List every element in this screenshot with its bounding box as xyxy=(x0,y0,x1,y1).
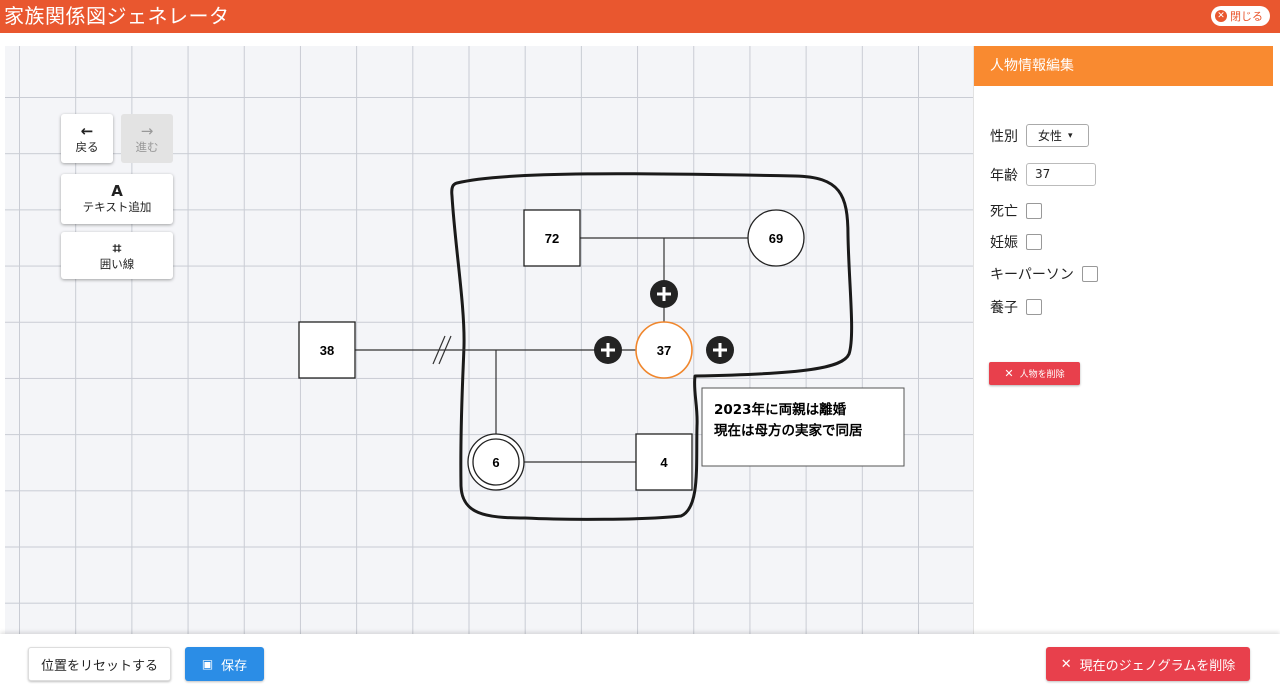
person-age: 72 xyxy=(545,231,559,246)
delete-person-label: 人物を削除 xyxy=(1019,370,1065,380)
arrow-left-icon: ← xyxy=(80,121,94,140)
floppy-disk-icon: ▣ xyxy=(201,657,214,671)
add-sibling-button[interactable] xyxy=(706,336,734,364)
plus-icon xyxy=(713,343,727,357)
add-partner-button[interactable] xyxy=(594,336,622,364)
person-age: 37 xyxy=(657,343,671,358)
person-age: 38 xyxy=(320,343,334,358)
pregnant-checkbox[interactable] xyxy=(1026,234,1042,250)
add-parent-button[interactable] xyxy=(650,280,678,308)
add-text-label: テキスト追加 xyxy=(82,200,152,214)
close-icon: ✕ xyxy=(1060,656,1072,672)
age-label: 年齢 xyxy=(990,167,1018,184)
frame-icon: ⌗ xyxy=(112,238,122,257)
person-edit-panel: 人物情報編集 性別 女性 ▾ 年齢 37 死亡 妊娠 キーパーソン 養子 ✕ 人… xyxy=(973,46,1273,634)
app-header: 家族関係図ジェネレータ ✕ 閉じる xyxy=(0,0,1280,33)
adopted-checkbox[interactable] xyxy=(1026,299,1042,315)
deceased-field: 死亡 xyxy=(990,201,1042,221)
person-ex-husband[interactable]: 38 xyxy=(298,321,356,379)
age-field: 年齢 37 xyxy=(990,163,1096,186)
save-button[interactable]: ▣ 保存 xyxy=(185,647,264,681)
enclose-button[interactable]: ⌗ 囲い線 xyxy=(61,232,173,279)
close-button[interactable]: ✕ 閉じる xyxy=(1211,6,1270,26)
redo-button[interactable]: → 進む xyxy=(121,114,173,163)
person-grandfather[interactable]: 72 xyxy=(523,209,581,267)
enclose-label: 囲い線 xyxy=(99,256,135,271)
gender-value: 女性 xyxy=(1038,129,1063,143)
save-label: 保存 xyxy=(221,658,248,674)
person-child-girl[interactable]: 6 xyxy=(467,433,525,491)
delete-genogram-button[interactable]: ✕ 現在のジェノグラムを削除 xyxy=(1046,647,1250,681)
note-line: 現在は母方の実家で同居 xyxy=(714,422,863,439)
delete-genogram-label: 現在のジェノグラムを削除 xyxy=(1079,658,1236,674)
pregnant-label: 妊娠 xyxy=(990,235,1018,251)
person-age: 4 xyxy=(660,455,668,470)
text-note[interactable]: 2023年に両親は離婚 現在は母方の実家で同居 xyxy=(701,387,905,467)
divorce-mark xyxy=(432,335,446,365)
adopted-field: 養子 xyxy=(990,297,1042,317)
arrow-right-icon: → xyxy=(140,121,154,140)
deceased-label: 死亡 xyxy=(990,204,1018,220)
deceased-checkbox[interactable] xyxy=(1026,203,1042,219)
close-icon: ✕ xyxy=(1004,367,1014,380)
text-format-icon: A xyxy=(111,182,123,200)
pregnant-field: 妊娠 xyxy=(990,232,1042,252)
close-label: 閉じる xyxy=(1230,10,1263,23)
add-text-button[interactable]: A テキスト追加 xyxy=(61,174,173,224)
gender-field: 性別 女性 ▾ xyxy=(990,124,1089,147)
gender-select[interactable]: 女性 ▾ xyxy=(1026,124,1089,147)
person-age: 69 xyxy=(769,231,783,246)
genogram-canvas[interactable]: 72 69 38 37 6 4 xyxy=(5,46,973,634)
panel-title: 人物情報編集 xyxy=(974,46,1273,86)
divorce-mark xyxy=(438,335,452,365)
adopted-label: 養子 xyxy=(990,300,1018,316)
enclosure-line[interactable] xyxy=(450,172,854,521)
person-client[interactable]: 37 xyxy=(635,321,693,379)
delete-person-button[interactable]: ✕ 人物を削除 xyxy=(989,362,1080,385)
genogram-drawing: 72 69 38 37 6 4 xyxy=(298,172,905,521)
reset-position-button[interactable]: 位置をリセットする xyxy=(28,647,171,681)
close-icon: ✕ xyxy=(1215,10,1227,22)
person-child-boy[interactable]: 4 xyxy=(635,433,693,491)
app-title: 家族関係図ジェネレータ xyxy=(4,4,230,28)
keyperson-label: キーパーソン xyxy=(990,267,1074,283)
redo-label: 進む xyxy=(135,139,159,154)
reset-label: 位置をリセットする xyxy=(40,658,158,674)
plus-icon xyxy=(657,287,671,301)
keyperson-field: キーパーソン xyxy=(990,264,1098,284)
age-input[interactable]: 37 xyxy=(1026,163,1096,186)
plus-icon xyxy=(601,343,615,357)
undo-label: 戻る xyxy=(75,139,99,154)
note-line: 2023年に両親は離婚 xyxy=(714,401,847,418)
undo-button[interactable]: ← 戻る xyxy=(61,114,113,163)
person-age: 6 xyxy=(492,455,499,470)
footer-bar: 位置をリセットする ▣ 保存 ✕ 現在のジェノグラムを削除 xyxy=(0,634,1280,684)
gender-label: 性別 xyxy=(990,128,1018,145)
keyperson-checkbox[interactable] xyxy=(1081,266,1098,282)
person-grandmother[interactable]: 69 xyxy=(747,209,805,267)
chevron-down-icon: ▾ xyxy=(1068,130,1073,141)
